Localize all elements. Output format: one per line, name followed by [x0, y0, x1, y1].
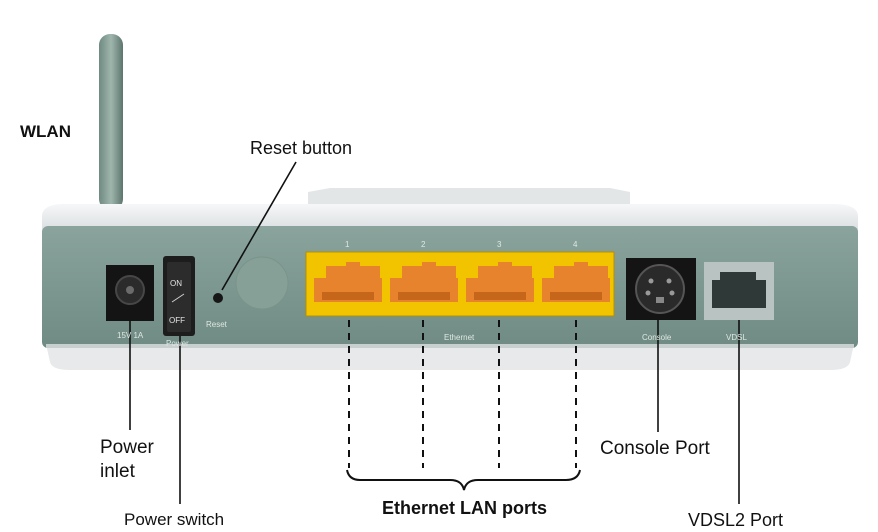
switch-off-label: OFF [169, 316, 185, 325]
port-number-4: 4 [573, 240, 577, 249]
console-label: Console [642, 333, 671, 342]
port-number-1: 1 [345, 240, 349, 249]
reset-pinhole [213, 293, 223, 303]
power-switch-callout: Power switch [124, 508, 224, 532]
vdsl-label: VDSL [726, 333, 747, 342]
power-inlet-jack [106, 265, 154, 321]
power-rating-label: 15V 1A [117, 331, 143, 340]
antenna [99, 34, 123, 210]
vdsl-port [704, 262, 774, 320]
port-number-2: 2 [421, 240, 425, 249]
console-port [626, 258, 696, 320]
wlan-callout: WLAN [20, 120, 71, 144]
reset-label: Reset [206, 320, 227, 329]
reset-button-callout: Reset button [250, 136, 352, 160]
console-port-callout: Console Port [600, 437, 710, 461]
ethernet-lan-ports-callout: Ethernet LAN ports [382, 496, 547, 520]
vdsl2-port-callout: VDSL2 Port [688, 508, 783, 532]
ethernet-label: Ethernet [444, 333, 474, 342]
power-label: Power [166, 339, 189, 348]
power-inlet-callout: Power inlet [100, 436, 154, 484]
port-number-3: 3 [497, 240, 501, 249]
switch-on-label: ON [170, 279, 182, 288]
